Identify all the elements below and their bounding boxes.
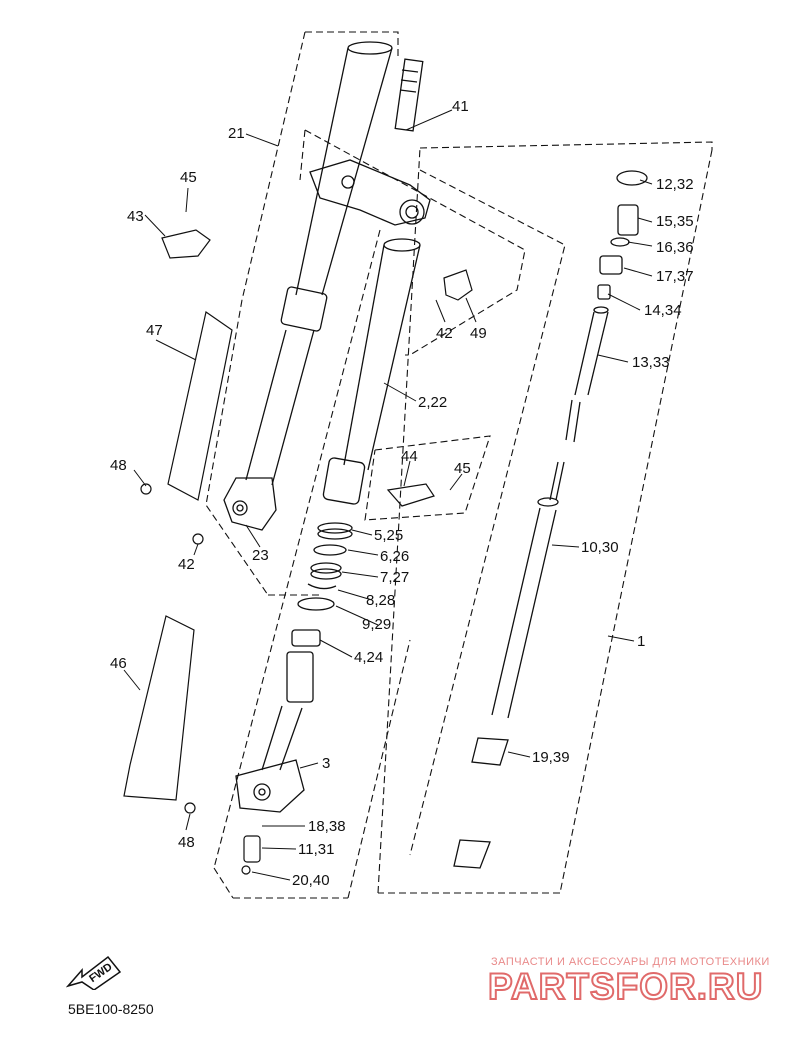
diagram-code: 5BE100-8250 — [68, 1001, 154, 1017]
fork-guard-lower — [123, 615, 195, 801]
callout-18-38: 18,38 — [308, 818, 346, 835]
callout-4-24: 4,24 — [354, 649, 384, 666]
callout-45b: 45 — [454, 460, 471, 477]
callout-15-35: 15,35 — [656, 213, 694, 230]
callout-47: 47 — [146, 322, 163, 339]
callout-16-36: 16,36 — [656, 239, 694, 256]
watermark-logo: PARTSFOR.RU — [487, 965, 764, 1008]
damper-parts — [453, 170, 648, 869]
callout-48a: 48 — [110, 457, 127, 474]
forward-arrow-icon: FWD — [66, 955, 122, 990]
callout-48b: 48 — [178, 834, 195, 851]
drain-screw — [241, 865, 251, 875]
callout-14-34: 14,34 — [644, 302, 682, 319]
watermark-tagline: ЗАПЧАСТИ И АКСЕССУАРЫ ДЛЯ МОТОТЕХНИКИ — [491, 956, 770, 968]
bolt-48-upper — [140, 483, 152, 495]
bolt-48-lower — [184, 802, 196, 814]
callout-20-40: 20,40 — [292, 872, 330, 889]
callout-43: 43 — [127, 208, 144, 225]
dashed-group-outlines — [205, 31, 713, 899]
callout-44: 44 — [401, 448, 418, 465]
clamp-44 — [386, 483, 435, 507]
callout-12-32: 12,32 — [656, 176, 694, 193]
callout-21: 21 — [228, 125, 245, 142]
fork-guard-upper — [167, 310, 233, 501]
callout-41: 41 — [452, 98, 469, 115]
callout-13-33: 13,33 — [632, 354, 670, 371]
leader-lines — [123, 109, 653, 881]
callout-45a: 45 — [180, 169, 197, 186]
callout-2-22: 2,22 — [418, 394, 448, 411]
callout-19-39: 19,39 — [532, 749, 570, 766]
callout-11-31: 11,31 — [298, 841, 335, 858]
outer-fork-tube — [223, 41, 393, 531]
callout-42a: 42 — [436, 325, 453, 342]
callout-17-37: 17,37 — [656, 268, 694, 285]
callout-42b: 42 — [178, 556, 195, 573]
callout-1: 1 — [637, 633, 646, 650]
seal-stack — [297, 522, 353, 611]
lower-tube — [235, 629, 321, 813]
callout-5-25: 5,25 — [374, 527, 404, 544]
bolt-42-lower — [192, 533, 204, 545]
inner-fork-tube — [322, 238, 421, 505]
callout-3: 3 — [322, 755, 331, 772]
steering-stem — [309, 58, 431, 226]
callout-7-27: 7,27 — [380, 569, 410, 586]
callout-9-29: 9,29 — [362, 616, 392, 633]
clamp-43 — [161, 229, 211, 259]
callout-46: 46 — [110, 655, 127, 672]
callout-23: 23 — [252, 547, 269, 564]
drain-bolt — [243, 835, 261, 863]
callout-6-26: 6,26 — [380, 548, 410, 565]
callout-8-28: 8,28 — [366, 592, 396, 609]
callout-10-30: 10,30 — [581, 539, 619, 556]
callout-49: 49 — [470, 325, 487, 342]
bracket-49 — [443, 269, 473, 301]
